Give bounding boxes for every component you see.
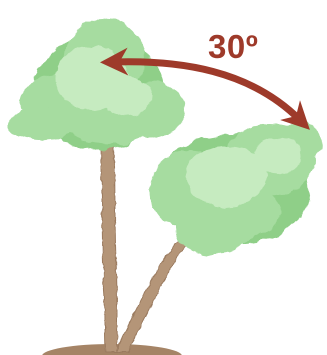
leaning-crown	[150, 122, 322, 254]
main-trunk	[100, 128, 118, 352]
main-crown	[8, 18, 186, 150]
secondary-trunk	[116, 234, 192, 352]
angle-label: 30º	[208, 30, 258, 63]
